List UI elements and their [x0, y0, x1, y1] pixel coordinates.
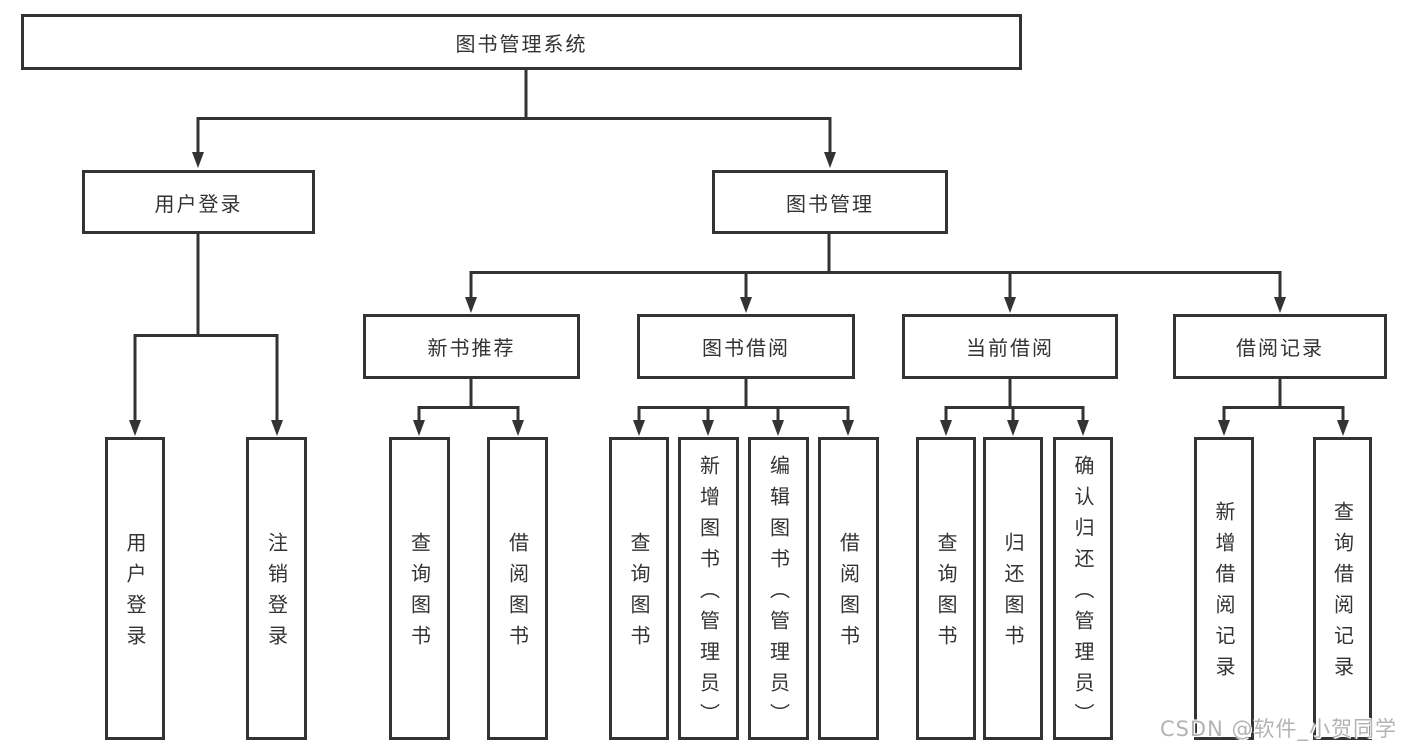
leaf-recommend-query-books: 查询图书: [389, 437, 450, 740]
leaf-edit-books-admin: 编辑图书（管理员）: [748, 437, 809, 740]
leaf-borrowing-borrow-books: 借阅图书: [818, 437, 879, 740]
leaf-current-query-books: 查询图书: [916, 437, 976, 740]
node-user-login-label: 用户登录: [154, 191, 243, 216]
leaf-recommend-borrow-books-label: 借阅图书: [505, 532, 530, 656]
node-borrowing-records: 借阅记录: [1173, 314, 1387, 379]
node-book-management-label: 图书管理: [786, 191, 874, 216]
watermark: CSDN @软件_小贺同学: [1159, 717, 1397, 741]
leaf-add-borrow-record: 新增借阅记录: [1194, 437, 1254, 740]
node-book-management: 图书管理: [712, 170, 948, 234]
leaf-return-books: 归还图书: [983, 437, 1043, 740]
leaf-add-books-admin: 新增图书（管理员）: [678, 437, 739, 740]
leaf-borrowing-query-books: 查询图书: [609, 437, 669, 740]
node-library-system-label: 图书管理系统: [455, 31, 588, 56]
leaf-user-login-label: 用户登录: [123, 532, 147, 656]
leaf-add-books-admin-label: 新增图书（管理员）: [696, 454, 721, 734]
node-new-book-recommendation-label: 新书推荐: [427, 336, 516, 360]
node-user-login: 用户登录: [82, 170, 315, 234]
leaf-confirm-return-admin-label: 确认归还（管理员）: [1071, 454, 1095, 734]
leaf-edit-books-admin-label: 编辑图书（管理员）: [766, 454, 791, 734]
node-current-borrowing: 当前借阅: [902, 314, 1118, 379]
node-book-borrowing-label: 图书借阅: [702, 336, 790, 360]
leaf-query-borrow-record-label: 查询借阅记录: [1330, 501, 1355, 687]
leaf-add-borrow-record-label: 新增借阅记录: [1212, 501, 1236, 687]
leaf-current-query-books-label: 查询图书: [934, 532, 958, 656]
node-borrowing-records-label: 借阅记录: [1236, 336, 1324, 360]
leaf-query-borrow-record: 查询借阅记录: [1313, 437, 1372, 740]
leaf-borrowing-query-books-label: 查询图书: [627, 532, 651, 656]
node-library-system: 图书管理系统: [21, 14, 1022, 70]
leaf-user-login: 用户登录: [105, 437, 165, 740]
node-current-borrowing-label: 当前借阅: [966, 336, 1054, 360]
leaf-logout-label: 注销登录: [264, 532, 289, 656]
leaf-logout: 注销登录: [246, 437, 307, 740]
node-new-book-recommendation: 新书推荐: [363, 314, 580, 379]
leaf-recommend-borrow-books: 借阅图书: [487, 437, 548, 740]
leaf-recommend-query-books-label: 查询图书: [407, 532, 432, 656]
leaf-return-books-label: 归还图书: [1001, 532, 1025, 656]
leaf-borrowing-borrow-books-label: 借阅图书: [836, 532, 861, 656]
node-book-borrowing: 图书借阅: [637, 314, 855, 379]
leaf-confirm-return-admin: 确认归还（管理员）: [1053, 437, 1113, 740]
